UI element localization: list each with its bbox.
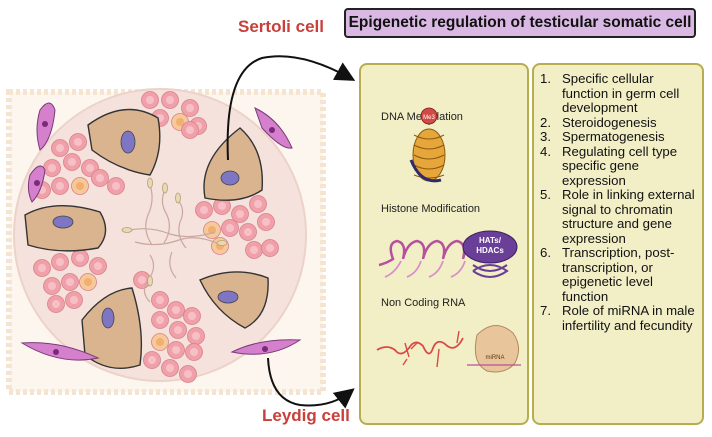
hats-hdacs-badge: HATs/ HDACs	[462, 230, 518, 278]
germ-cell-nucleus	[156, 296, 164, 304]
sertoli-arrow	[226, 55, 356, 161]
germ-cell-nucleus	[76, 182, 84, 190]
function-item: 5.Role in linking external signal to chr…	[540, 187, 695, 246]
sertoli-cells	[24, 108, 269, 369]
germ-cell-nucleus	[48, 164, 56, 172]
function-item: 4.Regulating cell type specific gene exp…	[540, 143, 678, 188]
germ-cell-nucleus	[176, 118, 184, 126]
germ-cell-nucleus	[186, 126, 194, 134]
germ-cell-nucleus	[56, 144, 64, 152]
function-item: 6.Transcription, post-transcription, or …	[540, 245, 675, 304]
germ-cell-nucleus	[156, 316, 164, 324]
sertoli-nucleus	[120, 130, 136, 154]
sertoli-nucleus	[101, 307, 115, 329]
germ-cell-nucleus	[184, 370, 192, 378]
leydig-cell	[20, 342, 100, 361]
germ-cell-nucleus	[226, 224, 234, 232]
germ-cell-nucleus	[148, 356, 156, 364]
germ-cell-nucleus	[244, 228, 252, 236]
methyl-badge-text: Me3	[423, 115, 435, 121]
diagram-title-text: Epigenetic regulation of testicular soma…	[348, 14, 692, 31]
mechanism-illustrations: Me3 HATs/ HDACs miRNA	[376, 107, 521, 373]
sertoli-nucleus	[52, 215, 74, 229]
germ-cell-nucleus	[172, 346, 180, 354]
mechanisms-panel: DNA Methylation Histone Modification Non…	[359, 63, 529, 425]
germ-cell-nucleus	[74, 138, 82, 146]
functions-list: 1.Specific cellular function in germ cel…	[540, 71, 698, 333]
sperm-heads	[121, 177, 228, 287]
sertoli-cell	[24, 204, 107, 252]
germ-cell-nucleus	[192, 332, 200, 340]
leydig-cells	[20, 102, 302, 361]
germ-cells	[33, 91, 279, 383]
diagram-title: Epigenetic regulation of testicular soma…	[344, 8, 696, 38]
germ-cell-nucleus	[190, 348, 198, 356]
function-item: 3.Spermatogenesis	[540, 129, 665, 144]
ribosome-mirna-icon: miRNA	[467, 325, 521, 373]
functions-panel: 1.Specific cellular function in germ cel…	[532, 63, 704, 425]
function-item: 1.Specific cellular function in germ cel…	[540, 71, 680, 115]
germ-cell-nucleus	[70, 296, 78, 304]
svg-text:HATs/: HATs/	[479, 236, 502, 245]
germ-cell-nucleus	[52, 300, 60, 308]
germ-cell-nucleus	[172, 306, 180, 314]
germ-cell-nucleus	[266, 244, 274, 252]
germ-cell-nucleus	[188, 312, 196, 320]
germ-cell-nucleus	[94, 262, 102, 270]
sertoli-nucleus	[217, 290, 239, 304]
germ-cell-nucleus	[56, 258, 64, 266]
germ-cell-nucleus	[218, 202, 226, 210]
germ-cell-nucleus	[166, 96, 174, 104]
function-item: 2.Steroidogenesis	[540, 114, 657, 130]
germ-cell-nucleus	[56, 182, 64, 190]
germ-cell-nucleus	[186, 104, 194, 112]
germ-cell-nucleus	[146, 96, 154, 104]
germ-cell-nucleus	[236, 210, 244, 218]
germ-cell-nucleus	[250, 246, 258, 254]
spermatozoa	[129, 184, 220, 303]
germ-cell-nucleus	[48, 282, 56, 290]
germ-cell-nucleus	[66, 278, 74, 286]
sertoli-nucleus	[220, 170, 240, 186]
germ-cell-nucleus	[96, 174, 104, 182]
germ-cell-nucleus	[84, 278, 92, 286]
sertoli-cell	[81, 287, 143, 369]
germ-cell-nucleus	[76, 254, 84, 262]
germ-cell-nucleus	[38, 264, 46, 272]
germ-cell-nucleus	[200, 206, 208, 214]
ncrna-icon	[376, 330, 464, 368]
histone-modification-label: Histone Modification	[381, 203, 481, 215]
sertoli-cell	[203, 127, 264, 201]
germ-cell-nucleus	[254, 200, 262, 208]
leydig-arrow	[267, 357, 355, 409]
non-coding-rna-label: Non Coding RNA	[381, 297, 466, 309]
germ-cell-nucleus	[262, 218, 270, 226]
nucleosome-icon: Me3	[409, 107, 446, 183]
svg-text:HDACs: HDACs	[476, 246, 504, 255]
function-item: 7.Role of miRNA in male infertility and …	[540, 303, 695, 333]
germ-cell-nucleus	[156, 338, 164, 346]
germ-cell-nucleus	[68, 158, 76, 166]
germ-cell-nucleus	[112, 182, 120, 190]
mirna-badge-text: miRNA	[486, 355, 505, 361]
germ-cell-nucleus	[166, 364, 174, 372]
sertoli-cell-label: Sertoli cell	[238, 17, 324, 36]
germ-cell-nucleus	[138, 276, 146, 284]
germ-cell-nucleus	[86, 164, 94, 172]
leydig-cell-label: Leydig cell	[262, 406, 350, 425]
germ-cell-nucleus	[174, 326, 182, 334]
